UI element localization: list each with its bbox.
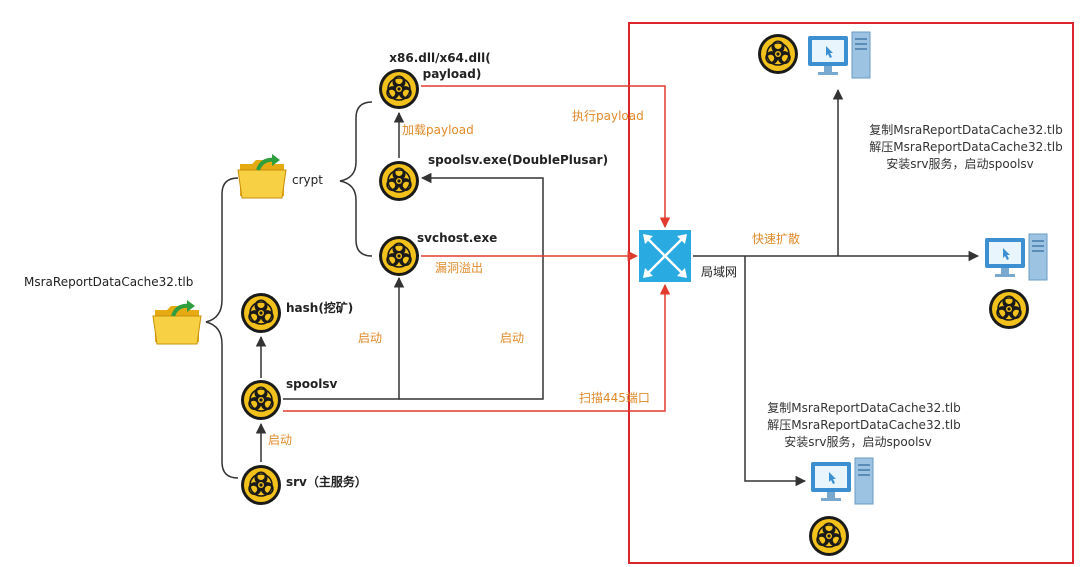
start-right-label: 启动 <box>500 331 524 345</box>
edge-switch-to-bottom-pc <box>744 256 807 487</box>
svchost-biohazard-icon <box>378 235 420 277</box>
payload-label-line1: x86.dll/x64.dll( <box>389 51 491 65</box>
top-computer-icon <box>807 31 871 79</box>
root-folder-icon <box>152 300 202 345</box>
right-desc-line2: 解压MsraReportDataCache32.tlb <box>869 140 1062 154</box>
crypt-brace <box>339 101 373 257</box>
srv-label: srv（主服务） <box>286 474 367 489</box>
top-pc-biohazard-icon <box>757 33 799 75</box>
start-left-label: 启动 <box>358 331 382 345</box>
hash-label: hash(挖矿) <box>286 300 353 315</box>
right-computer-icon <box>984 233 1048 281</box>
edge-payload-to-switch <box>421 85 671 229</box>
hash-biohazard-icon <box>240 292 282 334</box>
lan-label: 局域网 <box>701 265 737 279</box>
edge-spoolsv-to-spoolsvexe <box>399 172 544 400</box>
right-desc-line1: 复制MsraReportDataCache32.tlb <box>869 123 1062 137</box>
srv-biohazard-icon <box>240 464 282 506</box>
spoolsvexe-label: spoolsv.exe(DoublePlusar) <box>428 153 608 167</box>
right-pc-biohazard-icon <box>988 288 1030 330</box>
fast-spread-label: 快速扩散 <box>752 231 800 246</box>
network-switch-icon <box>639 230 691 282</box>
bottom-computer-icon <box>810 457 874 505</box>
root-label: MsraReportDataCache32.tlb <box>24 275 193 289</box>
exploit-out-label: 漏洞溢出 <box>435 261 483 275</box>
bottom-desc-line3: 安装srv服务，启动spoolsv <box>784 434 932 449</box>
spoolsv-label: spoolsv <box>286 377 337 391</box>
scan-445-label: 扫描445端口 <box>579 391 650 405</box>
start-bottom-label: 启动 <box>268 433 292 447</box>
bottom-desc-line1: 复制MsraReportDataCache32.tlb <box>767 401 960 415</box>
load-payload-label: 加载payload <box>402 123 474 137</box>
spoolsvexe-biohazard-icon <box>378 160 420 202</box>
svchost-label: svchost.exe <box>417 231 497 245</box>
crypt-label: crypt <box>292 173 323 187</box>
payload-label-line2: payload) <box>423 67 482 81</box>
payload-biohazard-icon <box>378 68 420 110</box>
root-brace <box>205 177 239 479</box>
edge-spoolsv-scan-to-switch <box>283 283 671 412</box>
exec-payload-label: 执行payload <box>572 109 644 123</box>
bottom-pc-biohazard-icon <box>808 515 850 557</box>
bottom-desc-line2: 解压MsraReportDataCache32.tlb <box>767 418 960 432</box>
crypt-folder-icon <box>237 154 287 199</box>
right-desc-line3: 安装srv服务，启动spoolsv <box>886 156 1034 171</box>
spoolsv-biohazard-icon <box>240 379 282 421</box>
lan-boundary-box <box>628 22 1074 564</box>
